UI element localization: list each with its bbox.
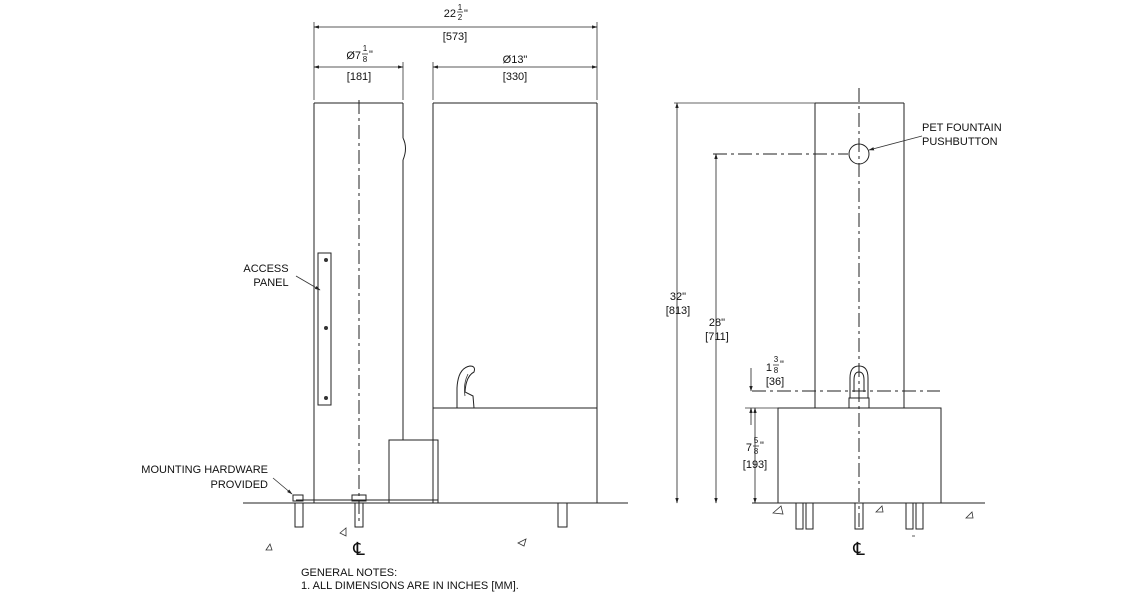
pet-fountain-pushbutton <box>848 143 870 165</box>
overall-width-unit: " <box>464 8 468 20</box>
basin-height-mm: [193] <box>743 459 767 471</box>
button-height-mm: [711] <box>705 331 729 343</box>
overall-width-dimension <box>313 22 598 100</box>
pedestal-diameter-unit: " <box>369 49 373 61</box>
access-panel-leader <box>295 275 321 291</box>
concrete-hatch-marks <box>265 527 527 551</box>
general-notes-item: 1. ALL DIMENSIONS ARE IN INCHES [MM]. <box>301 580 519 592</box>
mounting-label-line2: PROVIDED <box>211 479 269 491</box>
overall-height-text: 32" <box>670 291 686 303</box>
basin-height-unit: " <box>760 440 764 452</box>
bubbler-offset-mm: [36] <box>766 376 784 388</box>
bubbler-front <box>848 365 870 409</box>
bubbler-side <box>456 365 475 409</box>
access-panel <box>317 252 332 406</box>
button-height-text: 28" <box>709 317 725 329</box>
pedestal-column <box>313 102 406 503</box>
concrete-hatch-marks-front <box>772 505 974 537</box>
access-panel-label-line2: PANEL <box>253 277 288 289</box>
pedestal-centerline-symbol: ℄ <box>352 539 365 559</box>
front-centerline-symbol: ℄ <box>852 539 865 559</box>
pedestal-diameter-den: 8 <box>363 55 368 64</box>
general-notes-title: GENERAL NOTES: <box>301 567 398 579</box>
bubbler-offset-whole: 1 <box>766 362 772 374</box>
mounting-hardware <box>292 494 568 528</box>
overall-height-mm: [813] <box>666 305 690 317</box>
chiller-box <box>388 439 439 504</box>
bubbler-offset-num: 3 <box>774 355 779 364</box>
front-anchor-bolts <box>795 502 924 530</box>
bubbler-offset-den: 8 <box>774 366 779 375</box>
pedestal-diameter-prefix: Ø7 <box>346 50 361 62</box>
bubbler-offset-unit: " <box>780 359 784 371</box>
pushbutton-label-line1: PET FOUNTAIN <box>922 122 1002 134</box>
pedestal-diameter-num: 1 <box>363 44 368 53</box>
basin-height-num: 5 <box>754 436 759 445</box>
side-view: 22 1 2 " [573] Ø7 1 8 " [181] Ø13" [330]… <box>141 3 628 559</box>
bowl-tower <box>432 102 598 503</box>
basin-height-den: 8 <box>754 447 759 456</box>
overall-width-num: 1 <box>458 3 463 12</box>
bowl-diameter-mm: [330] <box>503 71 527 83</box>
pushbutton-leader <box>868 135 923 151</box>
pushbutton-label-line2: PUSHBUTTON <box>922 136 998 148</box>
pedestal-diameter-dimension <box>313 62 404 100</box>
bowl-diameter-dimension <box>432 62 598 100</box>
mounting-leader <box>272 477 293 495</box>
access-panel-label-line1: ACCESS <box>243 263 288 275</box>
front-view: 32" [813] 28" [711] 1 3 8 " [36] 7 5 8 "… <box>666 88 1002 559</box>
overall-width-whole: 22 <box>444 8 456 20</box>
bowl-diameter-text: Ø13" <box>503 54 528 66</box>
overall-width-den: 2 <box>458 13 463 22</box>
basin-height-whole: 7 <box>746 442 752 454</box>
mounting-label-line1: MOUNTING HARDWARE <box>141 464 268 476</box>
overall-width-mm: [573] <box>443 31 467 43</box>
pedestal-diameter-mm: [181] <box>347 71 371 83</box>
general-notes: GENERAL NOTES: 1. ALL DIMENSIONS ARE IN … <box>301 567 519 593</box>
basin-side <box>432 407 598 504</box>
